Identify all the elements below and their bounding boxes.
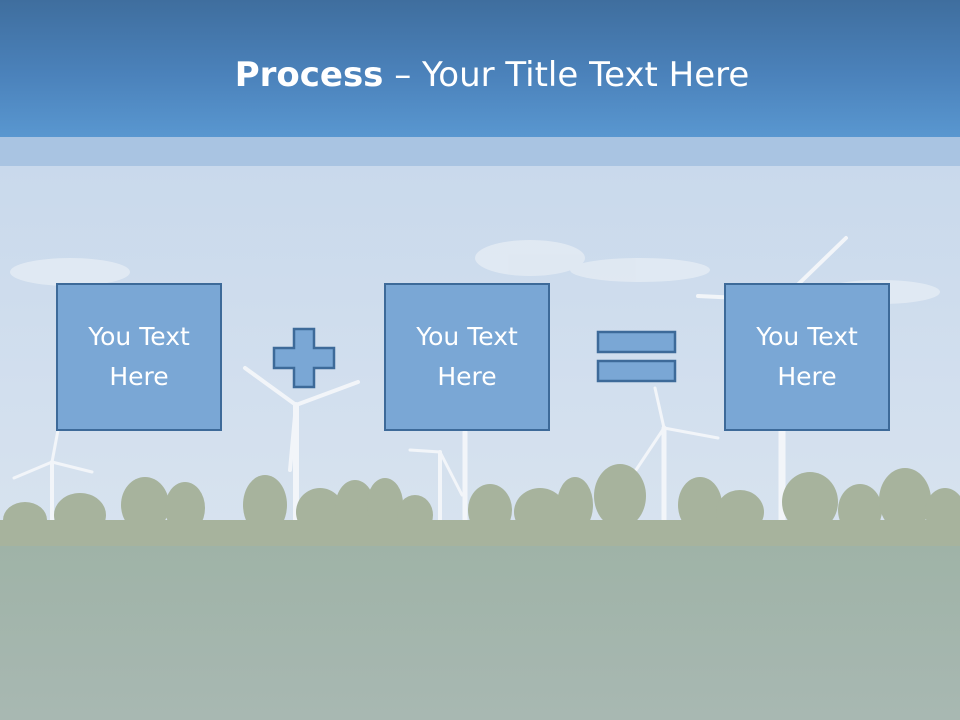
text-box-1[interactable]: You Text Here [56,283,222,431]
plus-icon [272,327,336,389]
text-box-2-line1: You Text [416,322,518,351]
text-box-3-line1: You Text [756,322,858,351]
title-bar [0,0,960,137]
slide-title: Process – Your Title Text Here [0,52,960,98]
title-bold: Process [234,55,384,95]
equals-icon [596,330,677,383]
title-rest: – Your Title Text Here [383,55,750,95]
text-box-3[interactable]: You Text Here [724,283,890,431]
title-stripe [0,137,960,166]
text-box-1-line2: Here [109,362,169,391]
text-box-1-line1: You Text [88,322,190,351]
text-box-2[interactable]: You Text Here [384,283,550,431]
text-box-2-line2: Here [437,362,497,391]
text-box-3-line2: Here [777,362,837,391]
